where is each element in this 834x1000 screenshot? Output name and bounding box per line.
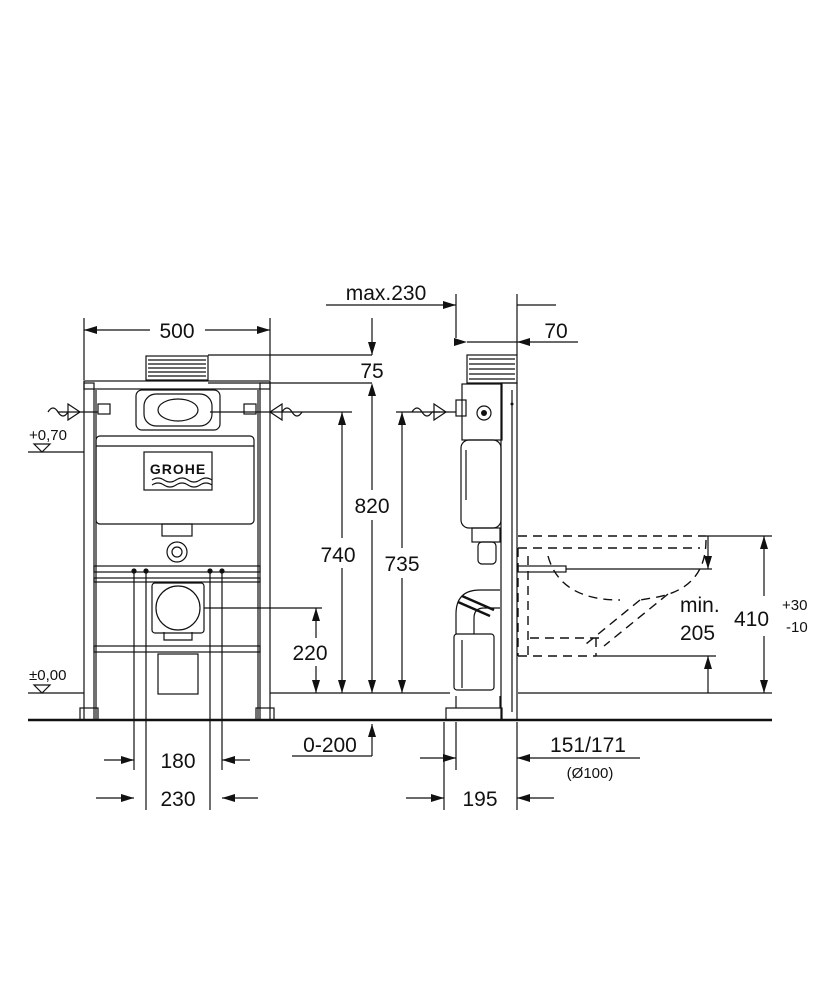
level-upper-label: +0,70 [29, 427, 67, 444]
level-floor-marker [28, 684, 84, 694]
water-supply-icon [47, 402, 98, 422]
dim-820-label: 820 [354, 495, 389, 518]
level-upper-marker [28, 443, 84, 453]
dim-180 [104, 572, 250, 770]
dim-230-label: 230 [160, 788, 195, 811]
water-supply-icon [210, 402, 330, 422]
dim-0-200 [292, 724, 376, 757]
dim-410-tol-minus: -10 [786, 619, 808, 636]
dim-151-171 [420, 722, 640, 770]
dim-195-label: 195 [462, 788, 497, 811]
dim-220 [204, 607, 322, 693]
dim-735-label: 735 [384, 553, 419, 576]
dim-500 [83, 318, 271, 380]
dim-195 [406, 722, 554, 810]
dim-min-205 [596, 535, 772, 693]
dim-max-230-label: max.230 [346, 282, 427, 305]
dim-740 [330, 411, 352, 693]
dim-410-tol-plus: +30 [782, 597, 807, 614]
dim-220-label: 220 [292, 642, 327, 665]
dim-820 [368, 396, 376, 693]
dim-500-label: 500 [159, 320, 194, 343]
grohe-logo-wave-icon [151, 477, 213, 483]
dim-outlet-diameter-label: (Ø100) [567, 765, 614, 782]
side-view-frame [445, 354, 518, 721]
dim-740-label: 740 [320, 544, 355, 567]
dim-min-205-label: 205 [680, 622, 715, 645]
dim-410-label: 410 [734, 608, 769, 631]
dim-735 [396, 411, 440, 693]
grohe-logo: GROHE [150, 461, 206, 477]
dim-151-171-label: 151/171 [550, 734, 626, 757]
dim-min-label: min. [680, 594, 720, 617]
wc-bowl-outline [517, 535, 712, 657]
dim-230 [96, 572, 258, 810]
level-marker-icon [32, 443, 52, 453]
dim-max-230 [326, 294, 457, 338]
dim-75 [368, 318, 376, 396]
level-marker-icon [32, 684, 52, 694]
front-view-frame [79, 355, 275, 721]
level-floor-label: ±0,00 [29, 667, 66, 684]
dim-0-200-label: 0-200 [303, 734, 357, 757]
dim-75-label: 75 [360, 360, 383, 383]
dim-180-label: 180 [160, 750, 195, 773]
water-supply-icon [411, 402, 456, 422]
dim-410 [518, 536, 772, 694]
dim-70 [454, 294, 578, 355]
dim-70-label: 70 [544, 320, 567, 343]
